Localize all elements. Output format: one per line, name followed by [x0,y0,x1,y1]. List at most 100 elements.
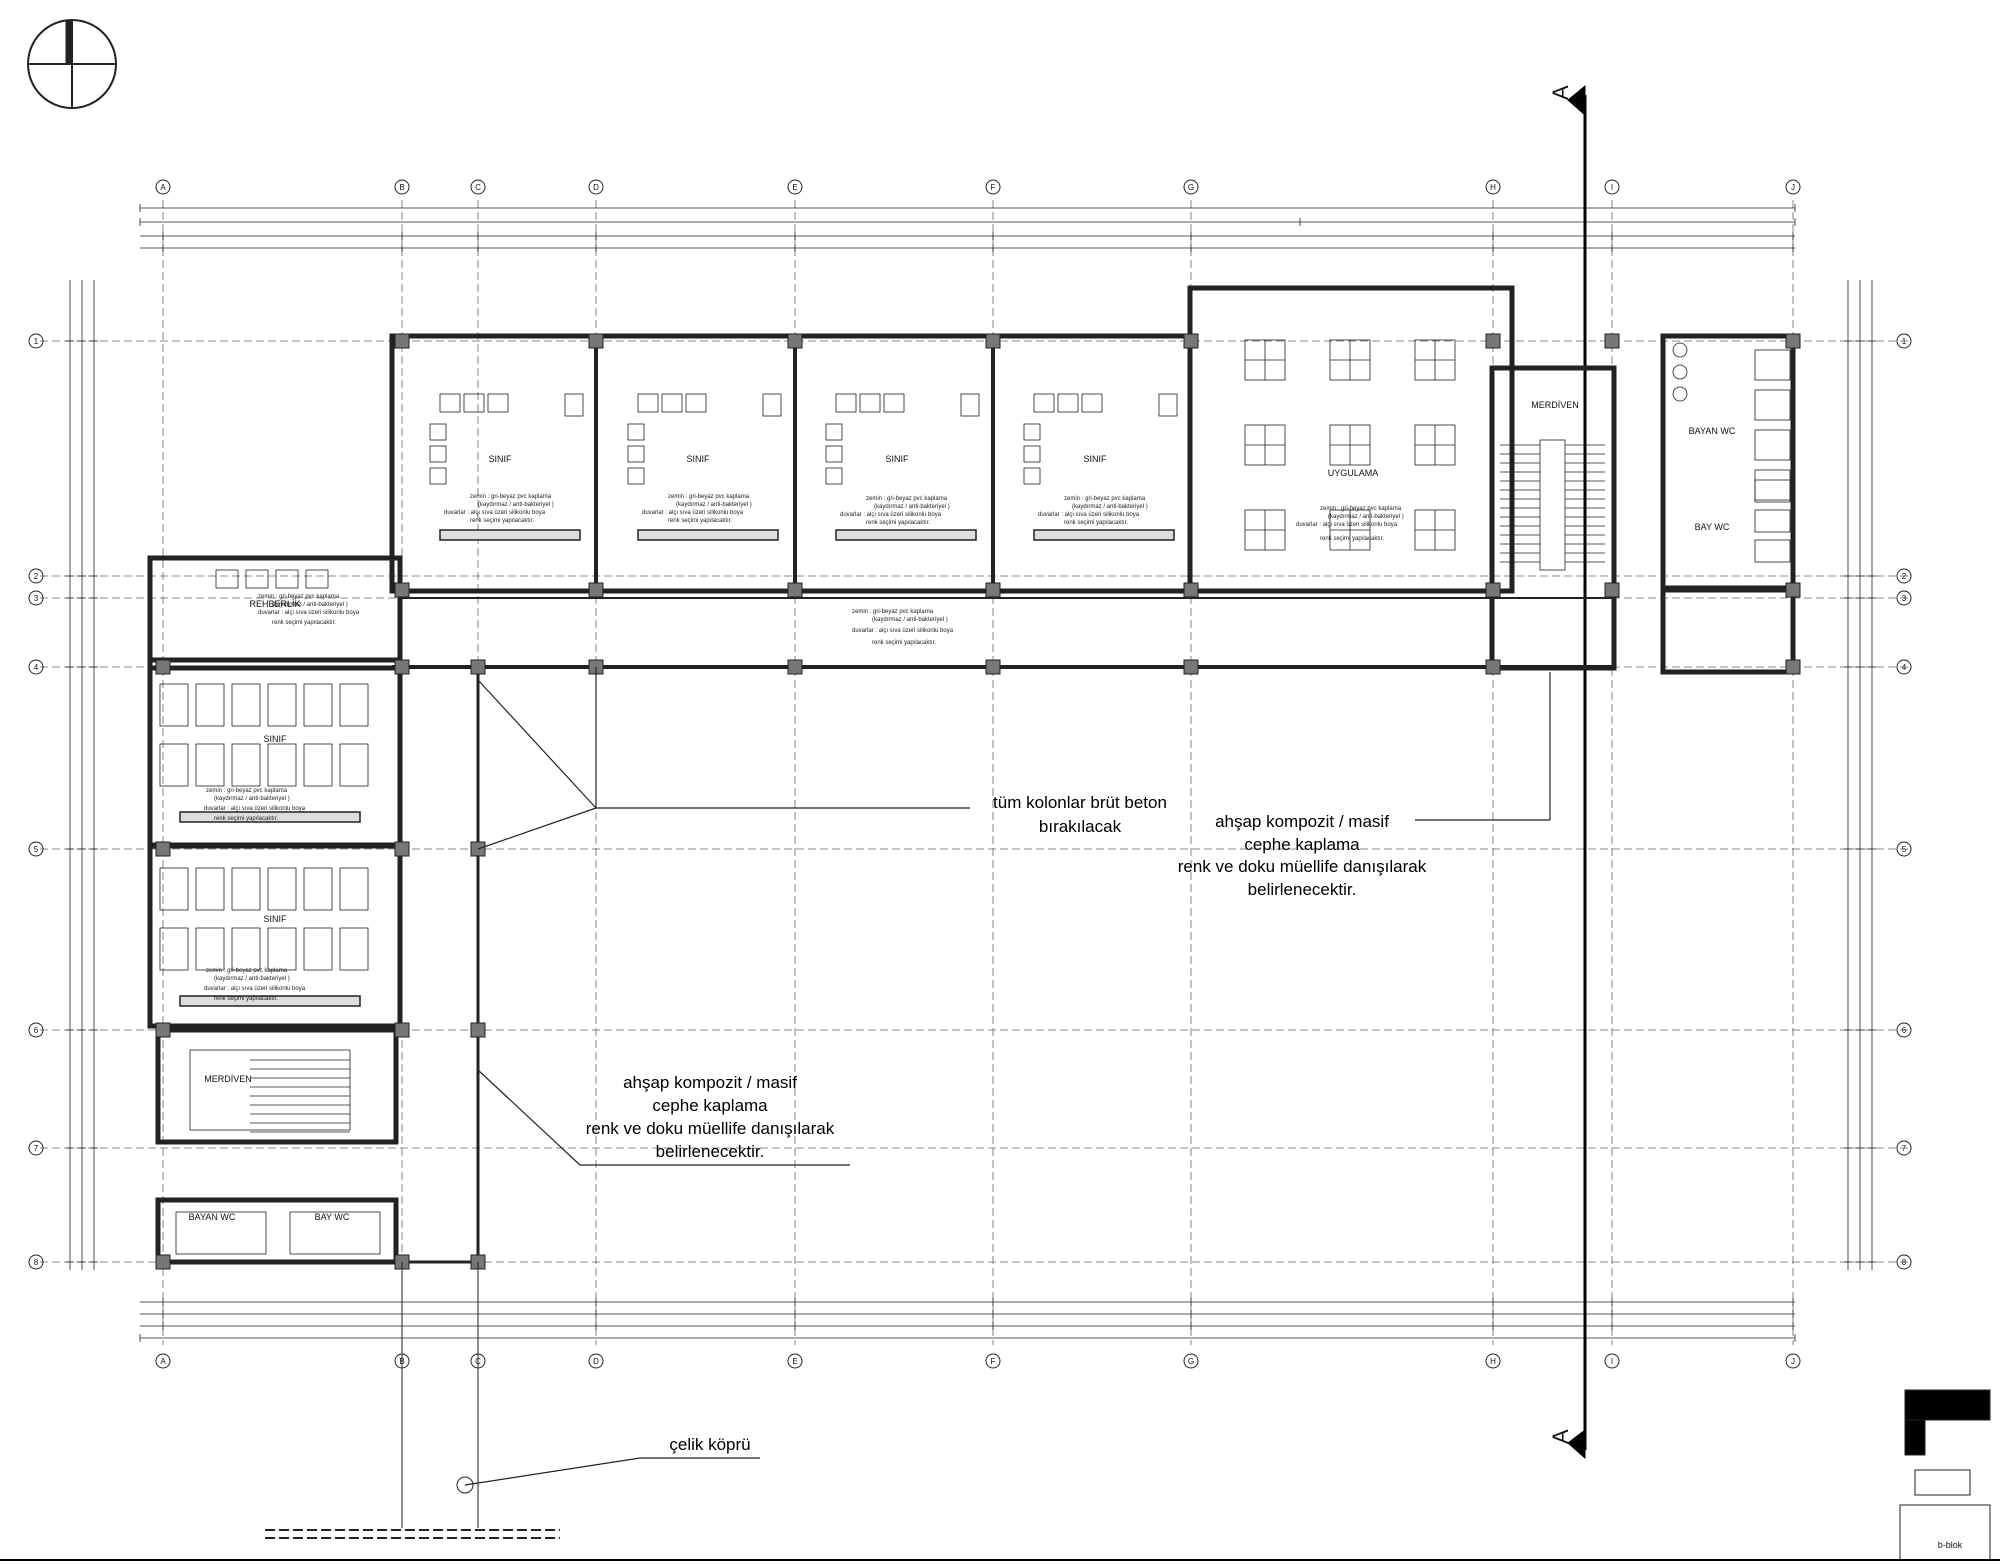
svg-text:renk seçimi yapılacaktır.: renk seçimi yapılacaktır. [1320,536,1384,542]
svg-text:zemin : gri-beyaz pvc kapla: zemin : gri-beyaz pvc kaplama [258,594,340,600]
grid-bubble-row-7 [28,1140,44,1156]
grid-bubble-row-4 [1896,659,1912,675]
svg-text:duvarlar : alçı sıva üzeri sil: duvarlar : alçı sıva üzeri silikonlu boy… [204,986,306,992]
room-label-sinif-2: SINIF [686,454,710,464]
svg-text:renk seçimi yapılacaktır.: renk seçimi yapılacaktır. [214,816,278,822]
grid-bubble-row-5 [28,841,44,857]
svg-text:duvarlar : alçı sıva üzeri sil: duvarlar : alçı sıva üzeri silikonlu boy… [1038,512,1140,518]
room-label-uygulama: UYGULAMA [1328,468,1379,478]
svg-text:(kaydırmaz / anti-bakteriyel ): (kaydırmaz / anti-bakteriyel ) [676,502,752,508]
grid-label-row-8: 8 [1902,1258,1907,1267]
grid-bubble-row-8 [1896,1254,1912,1270]
grid-bubble-H [1485,1353,1501,1369]
finish-note-1: zemin : gri-beyaz pvc kaplama (kaydırmaz… [444,494,554,524]
room-label-sinif-4: SINIF [1083,454,1107,464]
callout-cladding-right: ahşap kompozit / masif cephe kaplama ren… [1178,812,1427,899]
room-label-bay-wc-1: BAY WC [1695,522,1730,532]
svg-text:(kaydırmaz / anti-bakteriyel ): (kaydırmaz / anti-bakteriyel ) [1328,514,1404,520]
grid-bubble-C [470,179,486,195]
grid-bubble-D [588,179,604,195]
finish-note-sinif-6: zemin : gri-beyaz pvc kaplama (kaydırmaz… [204,968,306,1002]
grid-label-row-5: 5 [1902,845,1907,854]
svg-text:zemin : gri-beyaz pvc kapla: zemin : gri-beyaz pvc kaplama [206,788,288,794]
svg-text:belirlenecektir.: belirlenecektir. [656,1142,765,1161]
key-plan-block [1914,1469,1971,1496]
svg-text:duvarlar : alçı sıva üzeri sil: duvarlar : alçı sıva üzeri silikonlu boy… [444,510,546,516]
grid-label-row-3: 3 [34,594,39,603]
grid-bubble-row-3 [1896,590,1912,606]
room-label-bayan-wc-1: BAYAN WC [1689,426,1736,436]
grid-bubble-D [588,1353,604,1369]
grid-label-E: E [792,183,797,192]
grid-label-row-5: 5 [34,845,39,854]
grid-label-row-4: 4 [34,663,39,672]
svg-text:ahşap kompozit / masif: ahşap kompozit / masif [623,1073,797,1092]
grid-bubble-row-2 [28,568,44,584]
svg-text:bırakılacak: bırakılacak [1039,817,1122,836]
svg-text:cephe kaplama: cephe kaplama [1244,835,1360,854]
svg-text:zemin : gri-beyaz pvc kapla: zemin : gri-beyaz pvc kaplama [206,968,288,974]
svg-text:(kaydırmaz / anti-bakteriyel ): (kaydırmaz / anti-bakteriyel ) [1072,504,1148,510]
svg-text:renk ve doku müellife danışıla: renk ve doku müellife danışılarak [1178,857,1427,876]
grid-label-E: E [792,1357,797,1366]
svg-text:zemin : gri-beyaz pvc kapla: zemin : gri-beyaz pvc kaplama [470,494,552,500]
svg-text:cephe kaplama: cephe kaplama [652,1096,768,1115]
grid-bubble-J [1785,1353,1801,1369]
key-plan-wing [1904,1419,1926,1456]
finish-note-4: zemin : gri-beyaz pvc kaplama (kaydırmaz… [1038,496,1148,526]
svg-text:zemin : gri-beyaz pvc kapla: zemin : gri-beyaz pvc kaplama [1064,496,1146,502]
svg-text:(kaydırmaz / anti-bakteriyel ): (kaydırmaz / anti-bakteriyel ) [214,796,290,802]
grid-bubble-A [155,1353,171,1369]
keyplan-label: b-blok [1938,1540,1963,1550]
grid-label-J: J [1791,183,1795,192]
svg-text:(kaydırmaz / anti-bakteriyel ): (kaydırmaz / anti-bakteriyel ) [214,976,290,982]
room-label-sinif-1: SINIF [488,454,512,464]
grid-label-I: I [1611,183,1613,192]
svg-text:duvarlar : alçı sıva üzeri sil: duvarlar : alçı sıva üzeri silikonlu boy… [204,806,306,812]
grid-label-J: J [1791,1357,1795,1366]
finish-note-2: zemin : gri-beyaz pvc kaplama (kaydırmaz… [642,494,752,524]
section-marker-bottom: A [1548,1429,1573,1444]
grid-bubble-G [1183,1353,1199,1369]
svg-text:renk seçimi yapılacaktır.: renk seçimi yapılacaktır. [872,640,936,646]
grid-label-C: C [475,183,481,192]
grid-label-row-4: 4 [1902,663,1907,672]
grid-bubble-row-2 [1896,568,1912,584]
svg-text:renk seçimi yapılacaktır.: renk seçimi yapılacaktır. [1064,520,1128,526]
svg-text:duvarlar : alçı sıva üzeri sil: duvarlar : alçı sıva üzeri silikonlu boy… [642,510,744,516]
finish-note-sinif-5: zemin : gri-beyaz pvc kaplama (kaydırmaz… [204,788,306,822]
finish-note-corridor: zemin : gri-beyaz pvc kaplama (kaydırmaz… [852,609,954,646]
grid-bubble-row-7 [1896,1140,1912,1156]
grid-label-row-2: 2 [34,572,39,581]
grid-bubble-J [1785,179,1801,195]
grid-bubble-row-6 [28,1022,44,1038]
grid-label-H: H [1490,1357,1496,1366]
grid-label-row-1: 1 [34,337,39,346]
svg-text:renk seçimi yapılacaktır.: renk seçimi yapılacaktır. [668,518,732,524]
svg-text:(kaydırmaz / anti-bakteriyel ): (kaydırmaz / anti-bakteriyel ) [272,602,348,608]
grid-label-row-2: 2 [1902,572,1907,581]
grid-bubble-row-4 [28,659,44,675]
grid-bubble-B [394,179,410,195]
grid-bubble-row-8 [28,1254,44,1270]
grid-bubble-I [1604,179,1620,195]
grid-label-row-8: 8 [34,1258,39,1267]
callout-columns: tüm kolonlar brüt beton bırakılacak [993,793,1167,836]
grid-label-G: G [1188,1357,1194,1366]
room-label-sinif-5: SINIF [263,734,287,744]
grid-bubble-I [1604,1353,1620,1369]
grid-bubble-E [787,179,803,195]
svg-text:renk ve doku müellife danışıla: renk ve doku müellife danışılarak [586,1119,835,1138]
grid-label-A: A [160,1357,166,1366]
grid-bubble-row-5 [1896,841,1912,857]
room-label-sinif-3: SINIF [885,454,909,464]
finish-note-rehberlik: zemin : gri-beyaz pvc kaplama (kaydırmaz… [258,594,360,626]
callout-steel-bridge: çelik köprü [669,1435,750,1454]
grid-label-D: D [593,1357,599,1366]
svg-text:renk seçimi yapılacaktır.: renk seçimi yapılacaktır. [272,620,336,626]
grid-label-G: G [1188,183,1194,192]
svg-text:belirlenecektir.: belirlenecektir. [1248,880,1357,899]
svg-text:(kaydırmaz / anti-bakteriyel ): (kaydırmaz / anti-bakteriyel ) [874,504,950,510]
